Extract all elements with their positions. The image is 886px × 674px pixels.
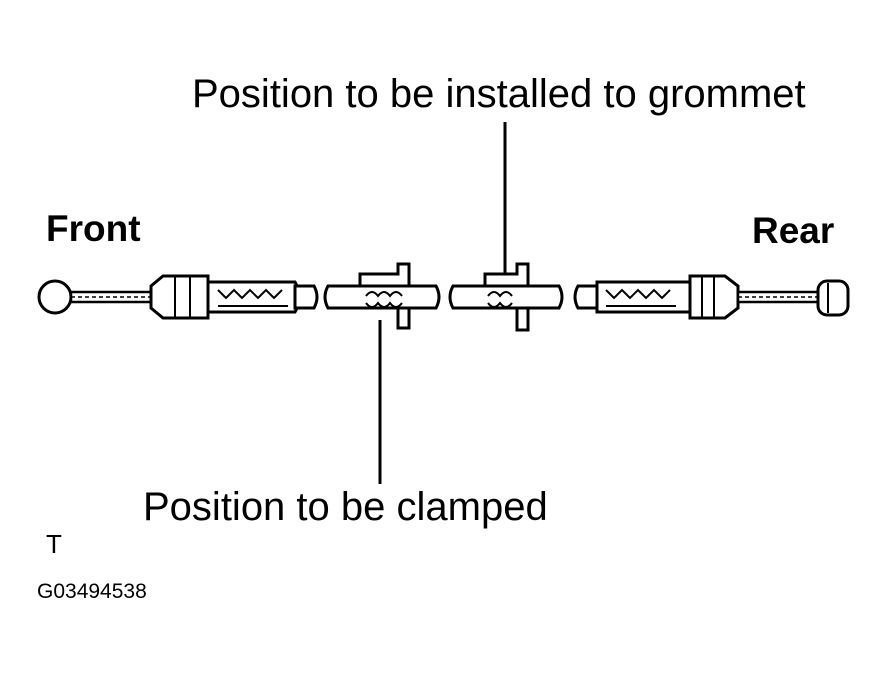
marker-label: T [46, 529, 62, 559]
figure-code: G03494538 [37, 580, 147, 603]
rear-cable-end [736, 279, 850, 317]
rear-cable-housing [573, 274, 740, 320]
clamp-segment [323, 262, 441, 330]
grommet-label: Position to be installed to grommet [192, 72, 806, 116]
grommet-segment [448, 262, 564, 332]
clamped-label: Position to be clamped [143, 485, 548, 529]
front-cable-end [37, 279, 153, 315]
front-cable-housing [149, 274, 319, 320]
front-label: Front [46, 208, 141, 249]
rear-label: Rear [752, 210, 834, 251]
